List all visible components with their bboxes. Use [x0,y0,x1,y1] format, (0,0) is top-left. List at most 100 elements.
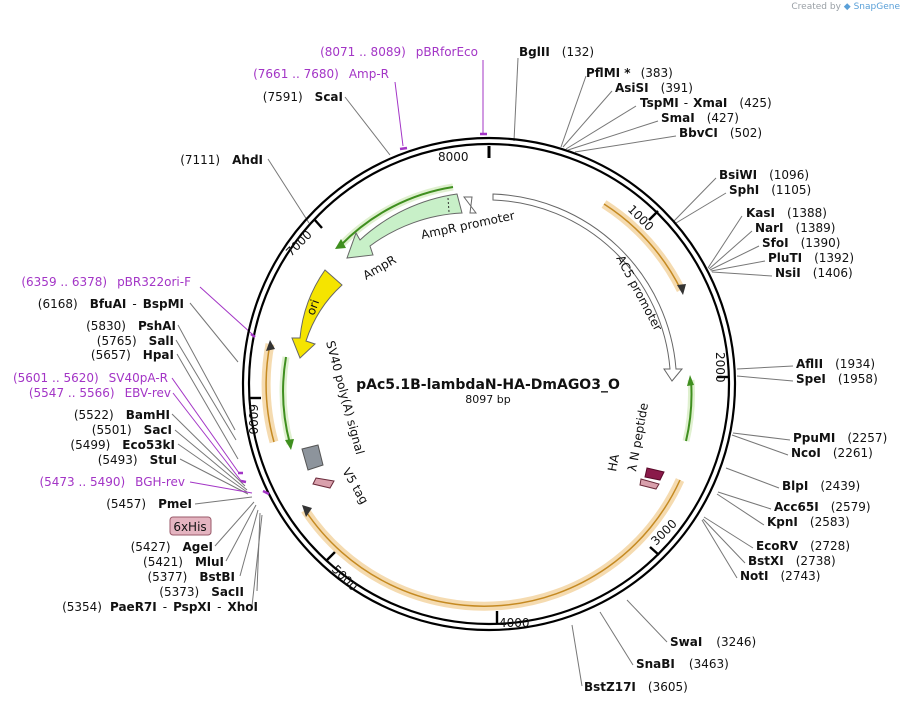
leader-spei [736,375,794,382]
plasmid-name: pAc5.1B-lambdaN-HA-DmAGO3_O [356,377,620,393]
ampr-promoter-arrow [463,196,477,214]
leader-ecorv [703,516,754,549]
ampr-arrow [346,193,463,259]
leader-tspmi [565,105,637,150]
leader-ppumi [732,432,791,441]
leader-bglii [513,57,519,142]
orf-arcs [261,200,686,611]
leader-swai [626,599,668,643]
leader-pshai [177,324,236,431]
site-sacii: (5373)SacII [159,585,244,599]
leader-acc65i [717,491,772,510]
site-sali: (5765)SalI [97,334,174,348]
ori-arrow [291,269,343,359]
sv40-box [301,444,324,471]
site-bglii: BglII(132) [519,45,594,59]
site-ahdi: (7111)AhdI [180,153,263,167]
leader-scai [344,96,391,156]
leader-bamhi [171,413,246,487]
site-agei: (5427)AgeI [131,540,213,554]
leader-pbr322ori-f [199,286,253,335]
tick-6000: 6000 [246,404,260,435]
site-sphi: SphI(1105) [729,183,811,197]
site-labels-right: BglII(132) PflMI *(383) AsiSI(391) TspMI… [519,45,887,694]
primer-pbr322ori-f: (6359 .. 6378)pBR322ori-F [21,275,191,289]
site-bstxi: BstXI(2738) [748,554,836,568]
site-aflii: AflII(1934) [796,357,875,371]
site-swai: SwaI(3246) [670,635,756,649]
leader-kasi [707,215,743,269]
primer-sv40pa-r: (5601 .. 5620)SV40pA-R [13,371,168,385]
leader-sphi [675,192,727,224]
v5-tag-arrow [312,477,335,489]
site-kpni: KpnI(2583) [767,515,850,529]
leader-noti [701,519,738,579]
site-tspmi: TspMI-XmaI(425) [640,96,772,110]
leader-blpi [725,467,780,489]
site-nsii: NsiI(1406) [775,266,853,280]
site-bstz17i: BstZ17I(3605) [584,680,688,694]
site-noti: NotI(2743) [740,569,820,583]
ha-arrow [639,478,660,490]
site-pshai: (5830)PshAI [86,319,176,333]
primer-ebv-rev: (5547 .. 5566)EBV-rev [29,386,171,400]
leader-pluti [710,260,766,272]
primer-pbrforeco: (8071 .. 8089)pBRforEco [320,45,478,59]
leader-bsiwi [673,177,717,222]
leader-sfoi [709,245,760,271]
site-snabi: SnaBI(3463) [636,657,729,671]
tick-4000: 4000 [499,616,530,630]
label-sv40: SV40 poly(A) signal [323,339,367,456]
site-pluti: PluTI(1392) [768,251,854,265]
leader-sv40pa-r [171,377,240,474]
site-nari: NarI(1389) [755,221,835,235]
tick-8000: 8000 [438,150,469,164]
primer-marks [238,132,487,496]
site-smai: SmaI(427) [661,111,739,125]
snapgene-logo-icon: ◆ [843,2,851,12]
primer-amp-r: (7661 .. 7680)Amp-R [253,67,389,81]
site-asisi: AsiSI(391) [615,81,693,95]
site-hpai: (5657)HpaI [91,348,174,362]
site-bfuai: (6168)BfuAI-BspMI [38,297,184,311]
site-stui: (5493)StuI [98,453,177,467]
leader-ebv-rev [172,392,243,483]
leader-sacii [256,512,261,592]
site-ncoi: NcoI(2261) [791,446,873,460]
snapgene-credit: Created by ◆ SnapGene [791,2,900,12]
site-pmei: (5457)PmeI [106,497,192,511]
leader-xhoi [251,514,263,607]
ac5-promoter-arrow [492,193,684,382]
leader-ahdi [267,158,310,224]
primer-bgh-rev: (5473 .. 5490)BGH-rev [39,475,185,489]
leader-eco53ki [177,443,248,493]
leader-nsii [711,271,773,277]
leader-kpni [716,493,765,526]
tick-marks [249,210,729,624]
leader-bbvci [574,135,677,153]
leader-ncoi [731,434,789,456]
label-ampr: AmpR [361,253,399,283]
leader-asisi [562,90,613,148]
label-ori: ori [304,298,322,317]
site-bsiwi: BsiWI(1096) [719,168,809,182]
leader-hpai [176,353,239,460]
his-tag-label: 6xHis [169,516,212,536]
tick-7000: 7000 [283,228,314,259]
site-spei: SpeI(1958) [796,372,878,386]
leader-bgh-rev [189,481,253,494]
site-leader-lines [171,57,794,687]
leader-bfuai [189,302,239,363]
leader-bstxi [702,518,746,564]
site-ecorv: EcoRV(2728) [756,539,850,553]
label-ha: HA [605,452,622,472]
leader-aflii [736,365,794,370]
site-pflmi: PflMI *(383) [586,66,673,80]
site-bbvci: BbvCI(502) [679,126,762,140]
tick-2000: 2000 [713,352,727,383]
leader-smai [567,120,659,151]
site-ppumi: PpuMI(2257) [793,431,887,445]
lambdaN-arrow [644,467,665,481]
leader-pflmi [560,75,587,148]
orf-arrowheads [266,284,686,517]
